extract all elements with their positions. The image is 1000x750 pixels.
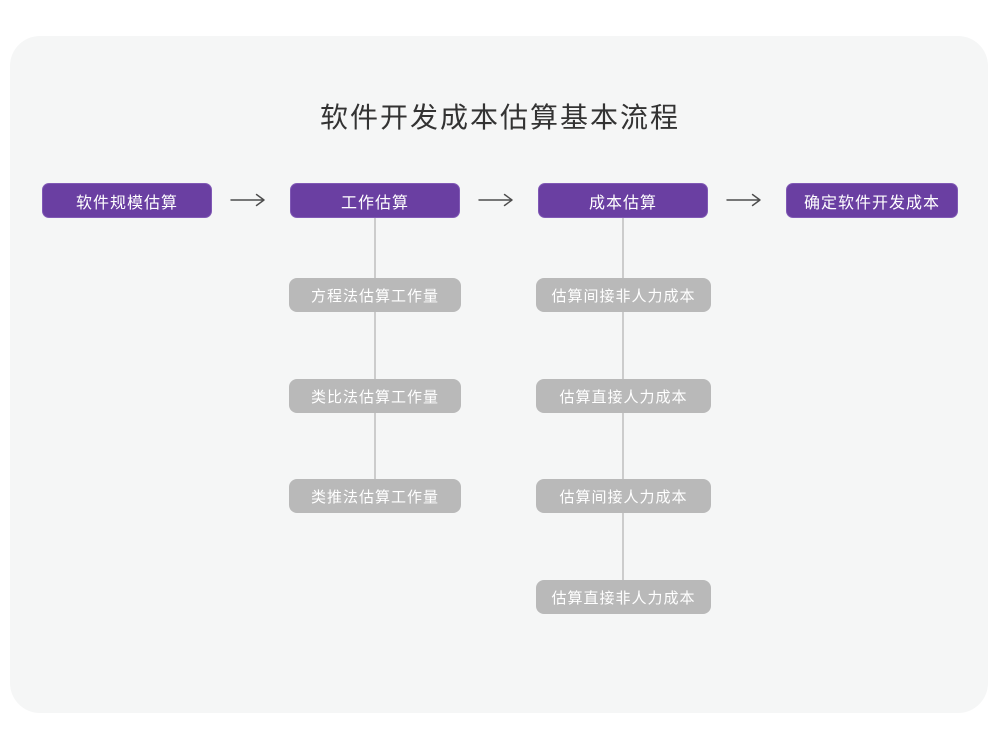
substep-direct-nonlabor-cost: 估算直接非人力成本 <box>536 580 711 614</box>
right-arrow-icon <box>230 193 265 207</box>
substep-indirect-nonlabor-cost: 估算间接非人力成本 <box>536 278 711 312</box>
step-work-estimation: 工作估算 <box>290 183 460 218</box>
substep-analogy-method: 类比法估算工作量 <box>289 379 461 413</box>
step-label: 成本估算 <box>588 194 657 212</box>
right-arrow-icon <box>478 193 513 207</box>
substep-label: 估算间接非人力成本 <box>551 287 696 305</box>
step-determine-software-cost: 确定软件开发成本 <box>786 183 958 218</box>
step-software-scale-estimation: 软件规模估算 <box>42 183 212 218</box>
step-label: 软件规模估算 <box>75 194 178 212</box>
right-arrow-icon <box>726 193 761 207</box>
connector-line-work <box>374 218 376 481</box>
step-label: 确定软件开发成本 <box>803 194 940 212</box>
substep-label: 估算直接非人力成本 <box>551 589 696 607</box>
substep-label: 类比法估算工作量 <box>310 388 439 406</box>
step-label: 工作估算 <box>340 194 409 212</box>
substep-label: 估算直接人力成本 <box>559 388 688 406</box>
substep-label: 方程法估算工作量 <box>310 287 439 305</box>
substep-label: 类推法估算工作量 <box>310 488 439 506</box>
step-cost-estimation: 成本估算 <box>538 183 708 218</box>
substep-equation-method: 方程法估算工作量 <box>289 278 461 312</box>
diagram-card <box>10 36 988 713</box>
substep-direct-labor-cost: 估算直接人力成本 <box>536 379 711 413</box>
substep-extrapolation-method: 类推法估算工作量 <box>289 479 461 513</box>
substep-label: 估算间接人力成本 <box>559 488 688 506</box>
substep-indirect-labor-cost: 估算间接人力成本 <box>536 479 711 513</box>
page-title: 软件开发成本估算基本流程 <box>319 102 680 133</box>
